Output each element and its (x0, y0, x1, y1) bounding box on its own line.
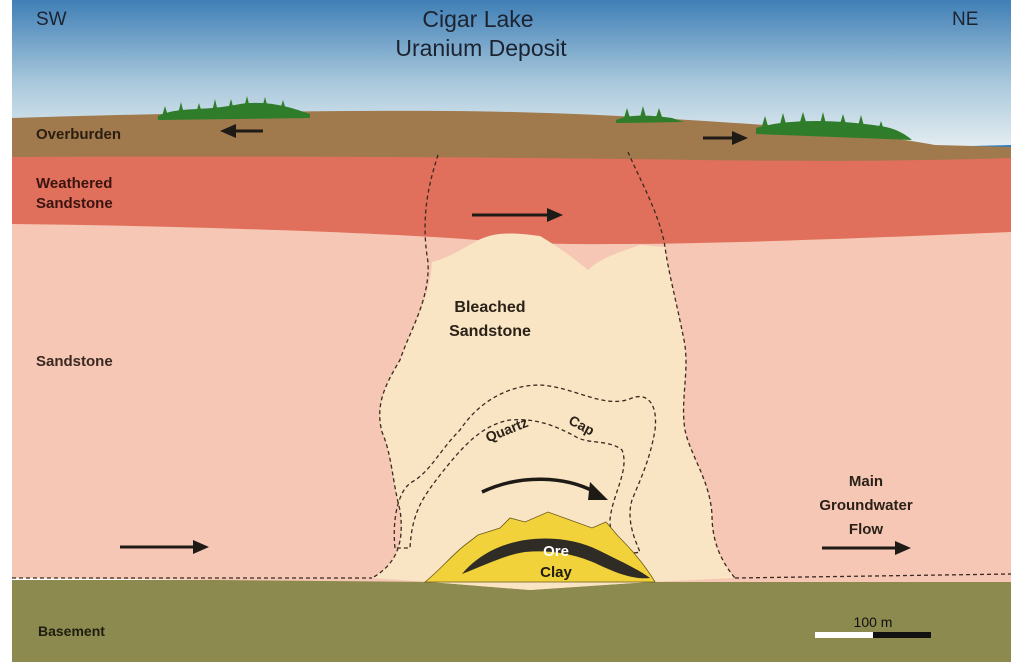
scale-bar (815, 632, 931, 638)
bleached-label-line2: Sandstone (449, 323, 531, 340)
ore-label: Ore (543, 543, 569, 560)
weathered-label-line1: Weathered (36, 175, 112, 192)
overburden-label: Overburden (36, 126, 121, 143)
weathered-label-line2: Sandstone (36, 195, 113, 212)
groundwater-label-line2: Groundwater (819, 497, 913, 514)
bleached-label-line1: Bleached (454, 299, 525, 316)
clay-label: Clay (540, 564, 572, 581)
orientation-ne-label: NE (952, 9, 978, 30)
title-line1: Cigar Lake (422, 6, 533, 32)
basement-label: Basement (38, 623, 105, 639)
scale-bar-label: 100 m (854, 614, 893, 630)
sandstone-label: Sandstone (36, 353, 113, 370)
orientation-sw-label: SW (36, 9, 67, 30)
groundwater-label-line3: Flow (849, 521, 883, 538)
groundwater-label-line1: Main (849, 473, 883, 490)
title-line2: Uranium Deposit (395, 35, 567, 61)
